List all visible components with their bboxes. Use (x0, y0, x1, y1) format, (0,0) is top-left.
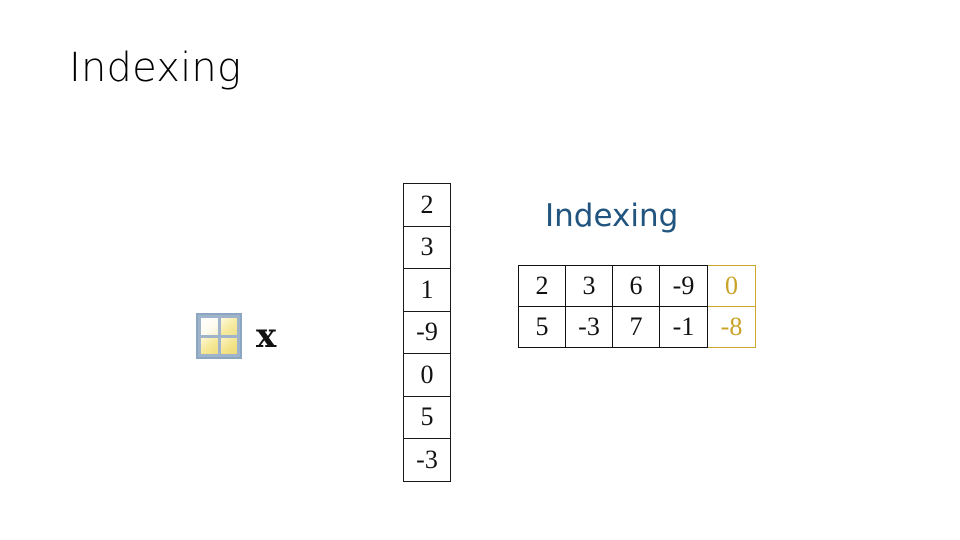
column-cell-1: 3 (403, 225, 451, 269)
indexing-matrix-table: 2 3 6 -9 0 5 -3 7 -1 -8 (518, 265, 756, 348)
grid-icon-cell-top-left (201, 318, 218, 335)
column-cell-0: 2 (403, 183, 451, 227)
table-row: 0 (403, 353, 451, 397)
page-title: Indexing (69, 45, 242, 91)
grid-icon-cell-top-right (220, 318, 237, 335)
column-cell-4: 0 (403, 353, 451, 397)
matrix-cell-r1c4: -8 (707, 306, 756, 348)
table-row: -9 (403, 310, 451, 354)
excel-grid-icon (196, 313, 242, 359)
matrix-cell-r0c0: 2 (518, 265, 566, 307)
column-cell-2: 1 (403, 268, 451, 312)
matrix-cell-r0c4: 0 (707, 265, 756, 307)
matrix-cell-r1c2: 7 (612, 306, 660, 348)
excel-mark-group: x (196, 313, 276, 359)
grid-icon-cell-bottom-right (220, 337, 237, 354)
table-row: 2 3 6 -9 0 (518, 265, 756, 307)
table-row: 1 (403, 268, 451, 312)
column-cell-6: -3 (403, 438, 451, 482)
matrix-cell-r1c1: -3 (565, 306, 613, 348)
table-row: 5 (403, 395, 451, 439)
table-row: 3 (403, 225, 451, 269)
vector-column-table: 2 3 1 -9 0 5 -3 (403, 183, 451, 482)
table-row: 5 -3 7 -1 -8 (518, 306, 756, 348)
table-row: 2 (403, 183, 451, 227)
matrix-cell-r0c3: -9 (659, 265, 708, 307)
indexing-heading: Indexing (545, 198, 679, 234)
matrix-cell-r0c1: 3 (565, 265, 613, 307)
table-row: -3 (403, 438, 451, 482)
column-cell-5: 5 (403, 395, 451, 439)
matrix-cell-r1c3: -1 (659, 306, 708, 348)
grid-icon-cell-bottom-left (201, 337, 218, 354)
matrix-cell-r0c2: 6 (612, 265, 660, 307)
multiplication-x-label: x (256, 316, 276, 356)
matrix-cell-r1c0: 5 (518, 306, 566, 348)
column-cell-3: -9 (403, 310, 451, 354)
